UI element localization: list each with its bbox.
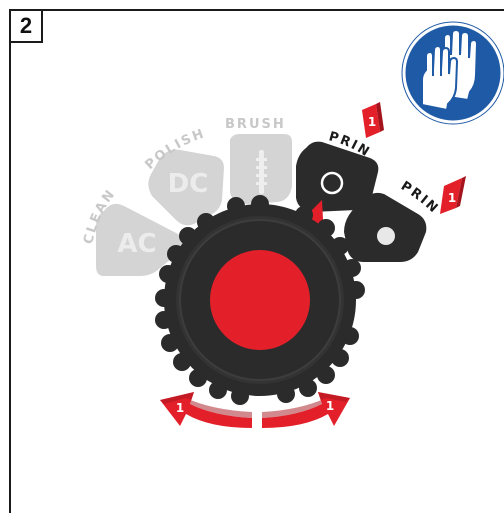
mode-brush[interactable] bbox=[230, 134, 292, 204]
marker-print-filled: 1 bbox=[440, 176, 466, 214]
rotate-right-arrow: 1 bbox=[262, 392, 350, 428]
mode-clean-ac[interactable]: AC bbox=[96, 204, 183, 276]
rotate-left-number: 1 bbox=[176, 401, 184, 415]
protective-gloves-sign bbox=[402, 22, 504, 124]
filled-circle-icon bbox=[377, 227, 395, 245]
mode-polish-label: DC bbox=[168, 169, 209, 199]
rotate-right-number: 1 bbox=[326, 399, 334, 413]
marker-print-open-number: 1 bbox=[368, 115, 376, 129]
knob-center bbox=[210, 250, 310, 350]
marker-print-filled-number: 1 bbox=[448, 191, 456, 205]
control-knob[interactable] bbox=[155, 195, 365, 405]
marker-print-open: 1 bbox=[362, 102, 384, 138]
mode-clean-label: AC bbox=[117, 229, 156, 259]
mode-brush-word: BRUSH bbox=[225, 117, 286, 132]
